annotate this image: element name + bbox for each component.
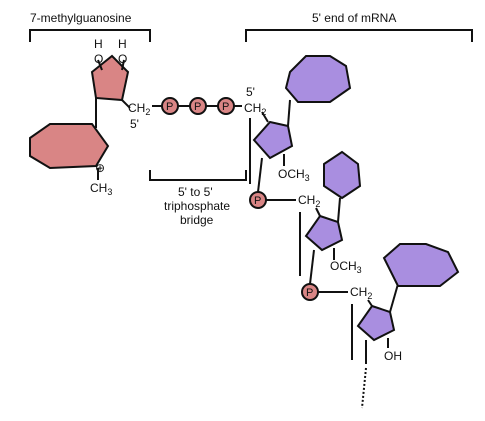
nt3-base bbox=[382, 243, 460, 287]
cap-h-right: H bbox=[118, 37, 127, 51]
cap-ribose bbox=[90, 54, 130, 102]
nt1-3prime-bond bbox=[257, 157, 263, 193]
cap-o-right: O bbox=[118, 52, 127, 66]
cap-o-left: O bbox=[94, 52, 103, 66]
nt1-ch2: CH2 bbox=[244, 101, 266, 117]
cap-methyl: CH3 bbox=[90, 181, 112, 197]
cap-oh-bond-right bbox=[121, 59, 125, 71]
phosphate-4-label: P bbox=[254, 195, 261, 207]
bridge-bracket bbox=[149, 170, 247, 181]
nt1-ribose bbox=[252, 120, 294, 160]
chain-continuation bbox=[361, 367, 367, 409]
cap-guanine-base bbox=[29, 123, 110, 170]
phosphate-2-label: P bbox=[194, 101, 201, 113]
bridge-label-2: triphosphate bbox=[164, 199, 230, 213]
phosphate-3-label: P bbox=[222, 101, 229, 113]
nt2-ch2: CH2 bbox=[298, 193, 320, 209]
bridge-label-3: bridge bbox=[180, 213, 214, 227]
nt2-ch2-bond bbox=[315, 207, 321, 217]
nt1-5prime: 5' bbox=[246, 85, 255, 99]
nt3-hydroxyl: OH bbox=[384, 349, 402, 363]
cap-label: 7-methylguanosine bbox=[30, 11, 132, 25]
bridge-label-1: 5' to 5' bbox=[178, 185, 213, 199]
nt2-base bbox=[323, 150, 362, 200]
mrna-label: 5' end of mRNA bbox=[312, 11, 396, 25]
cap-ch2-bond bbox=[121, 99, 131, 109]
nt3-glycosidic-bond bbox=[389, 283, 399, 313]
nt1-base bbox=[284, 55, 352, 103]
nt2-3prime-bond bbox=[309, 249, 315, 285]
cap-positive-charge: ⊕ bbox=[95, 161, 105, 175]
cap-ch2: CH2 bbox=[128, 101, 150, 117]
nt3-ch2-bond bbox=[367, 299, 373, 307]
phosphate-5-label: P bbox=[306, 287, 313, 299]
mrna-bracket bbox=[245, 29, 473, 42]
phosphate-1-label: P bbox=[166, 101, 173, 113]
cap-oh-bond-left bbox=[97, 59, 103, 71]
cap-bracket bbox=[29, 29, 151, 42]
cap-h-left: H bbox=[94, 37, 103, 51]
nt3-ribose bbox=[356, 304, 396, 342]
nt2-methoxy: OCH3 bbox=[330, 259, 362, 275]
nt2-glycosidic-bond bbox=[337, 197, 341, 223]
nt3-ch2: CH2 bbox=[350, 285, 372, 301]
nt1-ch2-bond bbox=[261, 111, 269, 123]
nt2-ribose bbox=[304, 214, 344, 252]
cap-5prime: 5' bbox=[130, 117, 139, 131]
nt1-methoxy: OCH3 bbox=[278, 167, 310, 183]
nt1-glycosidic-bond bbox=[287, 99, 291, 127]
